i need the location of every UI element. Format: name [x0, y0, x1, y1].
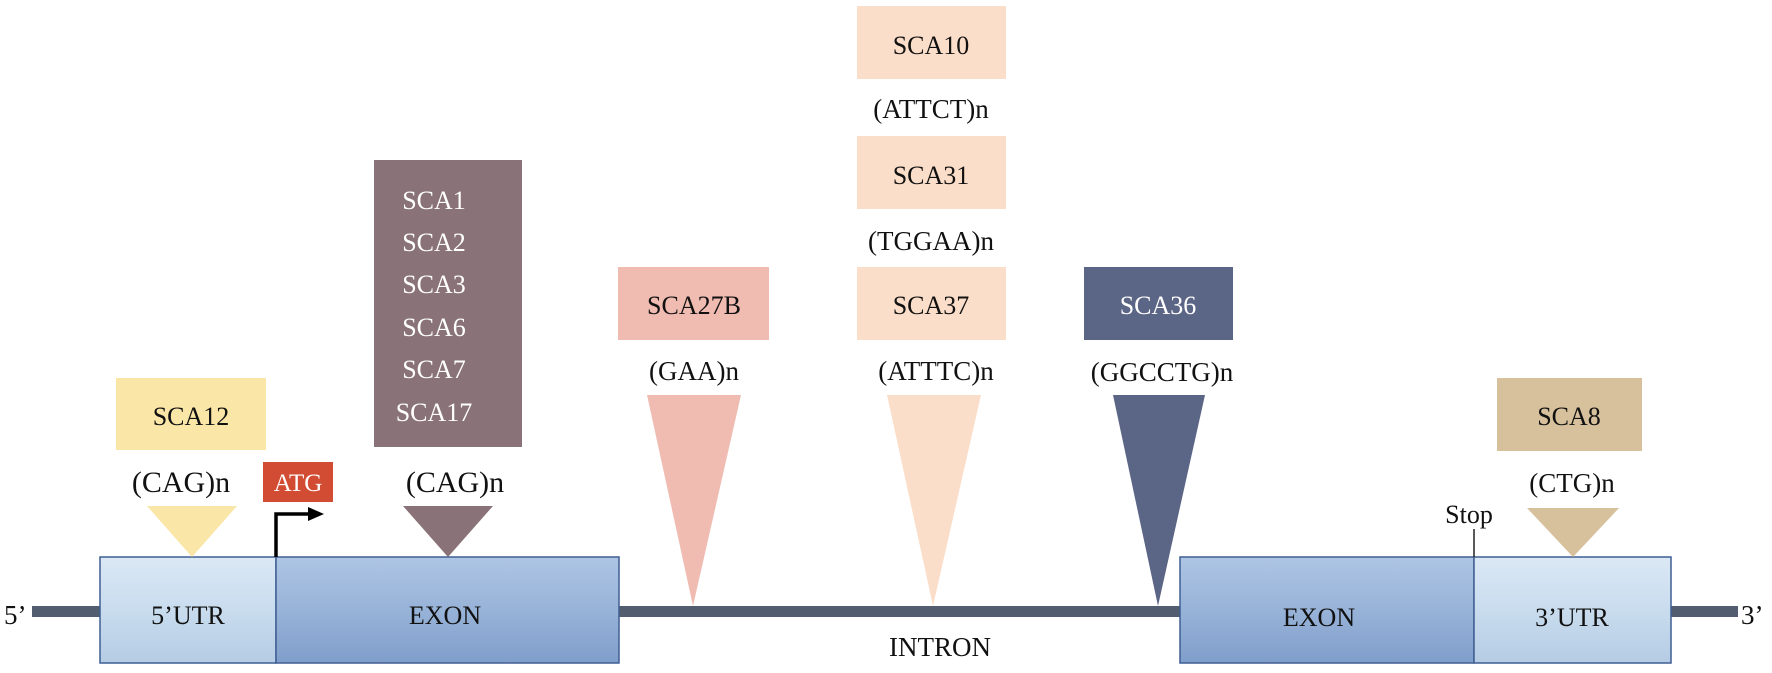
atg-label: ATG	[274, 470, 323, 497]
exon-group-repeat: (CAG)n	[406, 466, 504, 499]
sca27b-repeat: (GAA)n	[649, 356, 739, 386]
three-prime-end: 3’	[1741, 600, 1764, 630]
sca10-box	[857, 6, 1006, 79]
sca37-repeat: (ATTTC)n	[878, 356, 994, 386]
exon-group-marker	[403, 506, 493, 557]
sca8-label: SCA8	[1537, 402, 1601, 431]
sca27b-label: SCA27B	[647, 291, 741, 320]
utr3-label: 3’UTR	[1535, 603, 1609, 632]
sca27b-box	[618, 267, 769, 340]
exon-group-label-4: SCA6	[402, 313, 466, 342]
exon-group-label-3: SCA3	[402, 270, 466, 299]
exon-group-label-1: SCA1	[402, 186, 466, 215]
sca36-label: SCA36	[1120, 291, 1197, 320]
sca10-label: SCA10	[893, 31, 970, 60]
stop-label: Stop	[1445, 500, 1493, 529]
sca31-label: SCA31	[893, 161, 970, 190]
sca37-box	[857, 267, 1006, 340]
exon-group-label-5: SCA7	[402, 355, 466, 384]
sca8-repeat: (CTG)n	[1529, 468, 1615, 498]
exon-group-label-2: SCA2	[402, 228, 466, 257]
sca31-box	[857, 136, 1006, 209]
intron-stack-marker	[887, 395, 981, 606]
exon-group-box	[374, 160, 522, 447]
start-arrow-head-icon	[308, 507, 324, 521]
utr5-label: 5’UTR	[151, 601, 225, 630]
sca37-label: SCA37	[893, 291, 970, 320]
dna-backbone	[32, 606, 1738, 617]
exon1-box	[275, 556, 620, 664]
sca8-box	[1497, 378, 1642, 451]
sca12-box	[116, 378, 266, 450]
exon2-label: EXON	[1283, 603, 1355, 632]
sca12-marker	[147, 506, 237, 557]
sca10-repeat: (ATTCT)n	[873, 94, 989, 124]
five-prime-end: 5’	[4, 600, 27, 630]
start-arrow-icon	[274, 512, 310, 557]
intron-label: INTRON	[889, 632, 991, 662]
sca27b-marker	[647, 395, 741, 606]
sca12-repeat: (CAG)n	[132, 466, 230, 499]
exon-group-label-6: SCA17	[396, 398, 473, 427]
sca8-marker	[1527, 508, 1619, 557]
sca31-repeat: (TGGAA)n	[868, 226, 994, 256]
utr5-box	[99, 556, 277, 664]
utr3-box	[1473, 556, 1672, 664]
atg-box	[263, 462, 333, 502]
sca36-box	[1084, 267, 1233, 340]
sca12-label: SCA12	[153, 402, 230, 431]
exon1-label: EXON	[409, 601, 481, 630]
sca36-repeat: (GGCCTG)n	[1091, 357, 1234, 387]
sca36-marker	[1113, 395, 1205, 606]
